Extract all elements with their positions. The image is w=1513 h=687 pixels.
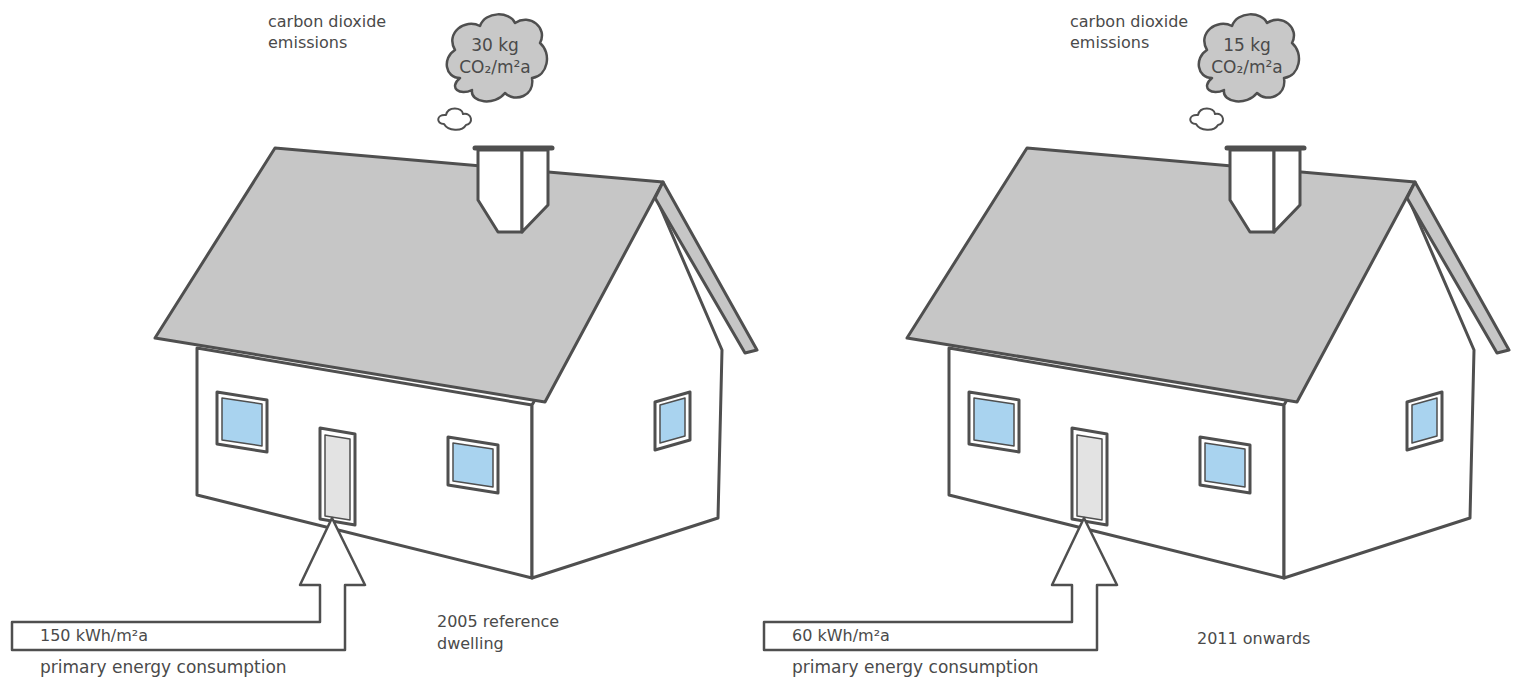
house-drawing (155, 109, 757, 579)
emission-value: 30 kg CO₂/m²a (455, 34, 535, 78)
energy-arrow-shape (12, 518, 365, 650)
energy-arrow: 60 kWh/m²aprimary energy consumption (762, 515, 1122, 655)
energy-value: 60 kWh/m²a (792, 626, 1052, 647)
emission-cloud-shape (1199, 14, 1299, 101)
energy-arrow-shape (764, 518, 1117, 650)
emission-value: 15 kg CO₂/m²a (1207, 34, 1287, 78)
energy-arrow: 150 kWh/m²aprimary energy consumption (10, 515, 370, 655)
house-drawing (907, 109, 1509, 579)
energy-value: 150 kWh/m²a (40, 626, 300, 647)
emissions-heading: carbon dioxide emissions (1070, 12, 1198, 54)
emission-cloud: carbon dioxide emissions30 kg CO₂/m²a (440, 8, 550, 108)
energy-caption: primary energy consumption (792, 656, 1112, 678)
dwelling-label: 2005 reference dwelling (437, 611, 577, 654)
emission-cloud: carbon dioxide emissions15 kg CO₂/m²a (1192, 8, 1302, 108)
emission-cloud-shape (447, 14, 547, 101)
energy-caption: primary energy consumption (40, 656, 360, 678)
period-label: 2011 onwards (1197, 628, 1357, 650)
emissions-heading: carbon dioxide emissions (268, 12, 396, 54)
